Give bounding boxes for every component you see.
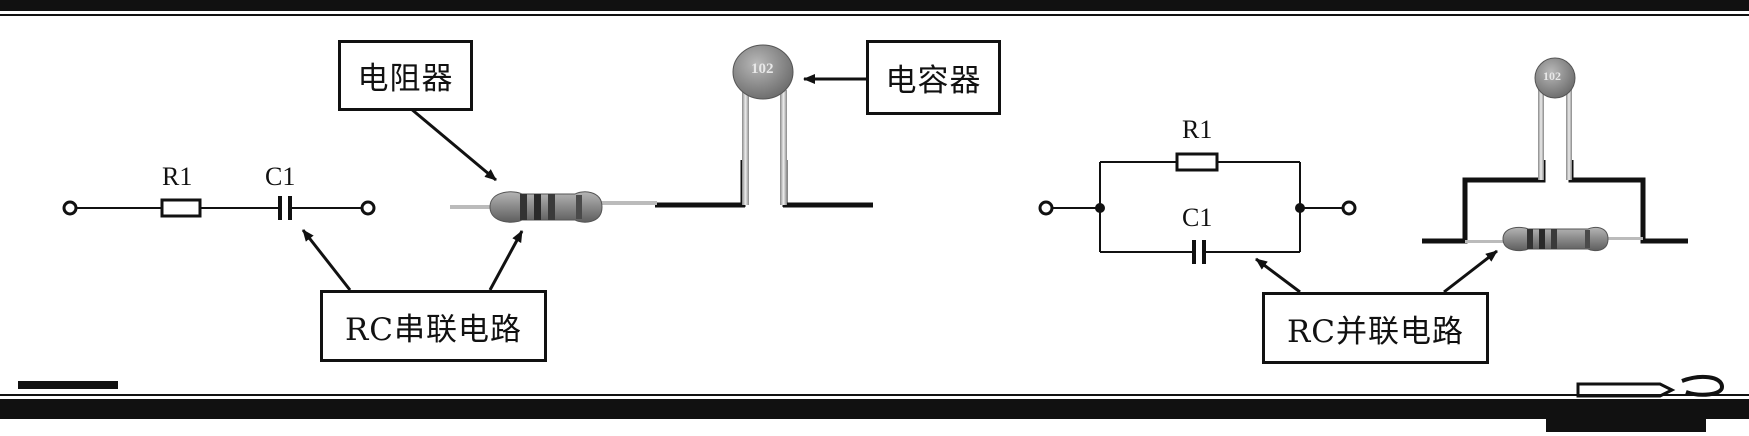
parallel-resistor-symbol (1175, 152, 1219, 172)
arrow-parallel-to-capacitor (1255, 257, 1301, 294)
arrow-series-to-resistor (488, 230, 524, 291)
series-r-label: R1 (162, 162, 192, 191)
resistor-photo (489, 191, 603, 223)
label-resistor: 电阻器 (338, 40, 473, 111)
parallel-capacitor-marking: 102 (1543, 69, 1561, 83)
label-capacitor: 电容器 (866, 40, 1001, 115)
parallel-resistor-photo (1502, 226, 1609, 252)
series-c-label: C1 (265, 162, 295, 191)
series-schematic: R1 C1 (62, 162, 376, 220)
parallel-terminal-left (1038, 200, 1054, 216)
ceramic-capacitor-photo: 102 (732, 44, 794, 100)
series-terminal-left (62, 200, 78, 216)
top-border (0, 0, 1749, 16)
bottom-border (0, 374, 1749, 432)
series-terminal-right (360, 200, 376, 216)
label-rc-series: RC串联电路 (320, 290, 547, 362)
callout-arrows (301, 74, 1498, 294)
series-resistor-symbol (160, 198, 202, 218)
parallel-schematic: R1 C1 (1038, 115, 1357, 264)
parallel-r-label: R1 (1182, 115, 1212, 144)
parallel-physical-circuit: 102 (1422, 57, 1688, 252)
label-rc-parallel: RC并联电路 (1262, 292, 1489, 364)
parallel-c-label: C1 (1182, 203, 1212, 232)
parallel-terminal-right (1341, 200, 1357, 216)
capacitor-marking: 102 (751, 61, 774, 77)
parallel-ceramic-capacitor-photo: 102 (1534, 57, 1576, 99)
series-physical-circuit: 102 (450, 44, 873, 223)
arrow-series-to-capacitor (301, 229, 352, 291)
arrow-resistor (409, 106, 497, 182)
arrow-parallel-to-resistor (1443, 249, 1498, 294)
